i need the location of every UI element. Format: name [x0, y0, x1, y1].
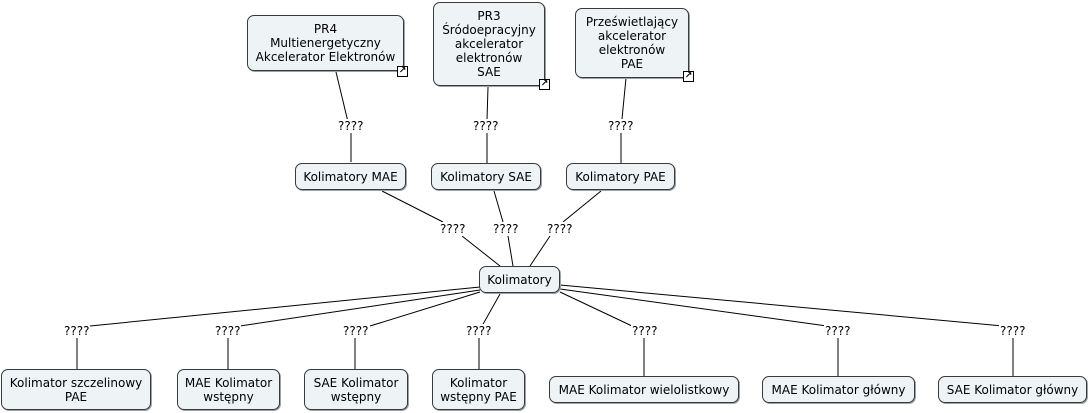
kolimator-wstepny-pae-label: Kolimator wstępny PAE	[440, 375, 517, 404]
pr3-accelerator-label: PR3 Śródoepracyjny akcelerator elektronó…	[442, 9, 536, 79]
link-label-k2: ????	[214, 324, 242, 338]
link-label-k7: ????	[999, 324, 1027, 338]
link-label-pr3: ????	[472, 119, 500, 133]
link-label-pr4: ????	[337, 119, 365, 133]
link-label-k5: ????	[631, 324, 659, 338]
sae-kolimator-wstepny-label: SAE Kolimator wstępny	[313, 375, 399, 404]
link-label-k6: ????	[824, 324, 852, 338]
sae-kolimator-wstepny-node[interactable]: SAE Kolimator wstępny	[304, 369, 408, 410]
kolimatory-sae-node[interactable]: Kolimatory SAE	[431, 163, 541, 190]
external-link-icon[interactable]	[683, 71, 694, 82]
kolimatory-sae-label: Kolimatory SAE	[440, 169, 532, 184]
link-label-k1: ????	[63, 324, 91, 338]
kolimator-szczelinowy-pae-node[interactable]: Kolimator szczelinowy PAE	[1, 369, 151, 410]
mae-kolimator-wstepny-node[interactable]: MAE Kolimator wstępny	[177, 369, 280, 410]
pae-accelerator-node[interactable]: Prześwietlający akcelerator elektronów P…	[575, 8, 689, 78]
pr4-accelerator-label: PR4 Multienergetyczny Akcelerator Elektr…	[255, 22, 396, 64]
mae-kolimator-wstepny-label: MAE Kolimator wstępny	[184, 375, 273, 404]
mae-kolimator-wielolistkowy-node[interactable]: MAE Kolimator wielolistkowy	[549, 376, 739, 403]
pr3-accelerator-node[interactable]: PR3 Śródoepracyjny akcelerator elektronó…	[433, 2, 545, 86]
external-link-icon[interactable]	[539, 79, 550, 90]
kolimator-szczelinowy-pae-label: Kolimator szczelinowy PAE	[9, 375, 143, 404]
kolimatory-pae-node[interactable]: Kolimatory PAE	[566, 163, 675, 190]
link-label-pae-kolimatory: ????	[546, 222, 574, 236]
sae-kolimator-glowny-node[interactable]: SAE Kolimator główny	[938, 376, 1087, 403]
mae-kolimator-glowny-label: MAE Kolimator główny	[771, 382, 906, 397]
link-label-mae-kolimatory: ????	[439, 222, 467, 236]
kolimatory-node[interactable]: Kolimatory	[479, 266, 560, 293]
external-link-icon[interactable]	[397, 66, 408, 77]
link-label-k4: ????	[465, 324, 493, 338]
sae-kolimator-glowny-label: SAE Kolimator główny	[946, 382, 1079, 397]
kolimatory-pae-label: Kolimatory PAE	[575, 169, 666, 184]
link-label-pae: ????	[607, 119, 635, 133]
kolimatory-mae-label: Kolimatory MAE	[303, 169, 398, 184]
mae-kolimator-glowny-node[interactable]: MAE Kolimator główny	[762, 376, 915, 403]
kolimatory-mae-node[interactable]: Kolimatory MAE	[295, 163, 406, 190]
pr4-accelerator-node[interactable]: PR4 Multienergetyczny Akcelerator Elektr…	[247, 15, 404, 71]
mae-kolimator-wielolistkowy-label: MAE Kolimator wielolistkowy	[558, 382, 730, 397]
link-label-k3: ????	[342, 324, 370, 338]
pae-accelerator-label: Prześwietlający akcelerator elektronów P…	[585, 15, 679, 71]
kolimator-wstepny-pae-node[interactable]: Kolimator wstępny PAE	[432, 369, 525, 410]
link-label-sae-kolimatory: ????	[492, 222, 520, 236]
kolimatory-label: Kolimatory	[487, 272, 552, 287]
